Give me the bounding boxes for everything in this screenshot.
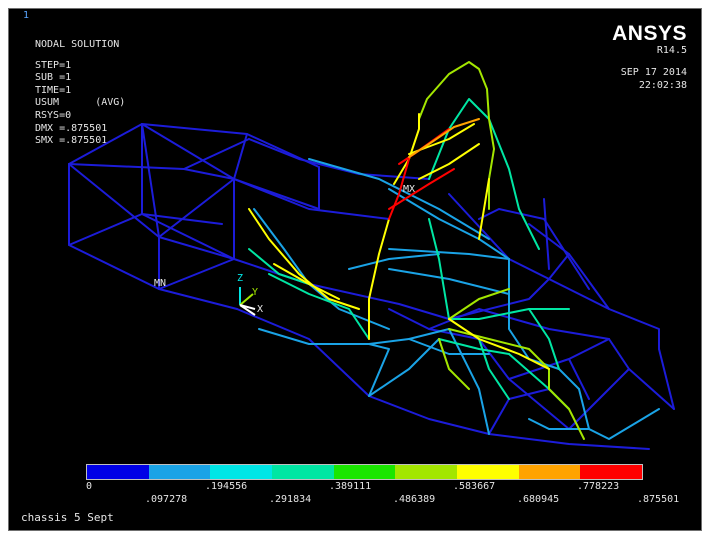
ansys-logo: ANSYS R14.5 <box>612 23 687 57</box>
legend-value: .291834 <box>269 494 312 505</box>
legend-value: 0 <box>86 481 93 492</box>
triad-z-label: Z <box>237 273 244 284</box>
brand-release: R14.5 <box>656 45 687 56</box>
contour-legend-bar <box>86 464 643 480</box>
info-step: STEP=1 <box>35 59 72 71</box>
info-result: USUM (AVG) <box>35 97 126 109</box>
max-marker: MX <box>403 184 416 195</box>
info-sub: SUB =1 <box>35 72 72 84</box>
info-time: TIME=1 <box>35 84 72 96</box>
legend-value: .097278 <box>145 494 188 505</box>
triad-x-label: X <box>257 304 264 315</box>
legend-value: .389111 <box>329 481 372 492</box>
frame-lines-low <box>68 123 675 450</box>
legend-value: .486389 <box>393 494 436 505</box>
info-title: NODAL SOLUTION <box>35 39 120 50</box>
legend-value: .778223 <box>577 481 620 492</box>
legend-swatch <box>87 465 149 479</box>
stamp-time: 22:02:38 <box>638 79 687 91</box>
frame-lines-near-max <box>408 118 480 158</box>
legend-swatch <box>333 465 396 479</box>
legend-value: .583667 <box>453 481 496 492</box>
chassis-model-view[interactable] <box>9 9 701 530</box>
legend-swatch <box>518 465 581 479</box>
frame-lines-high <box>248 113 550 370</box>
legend-swatch <box>148 465 211 479</box>
plot-caption: chassis 5 Sept <box>21 511 114 524</box>
info-rsys: RSYS=0 <box>35 109 72 121</box>
legend-value: .194556 <box>205 481 248 492</box>
frame-lines-mid <box>248 98 570 410</box>
legend-swatch <box>210 465 273 479</box>
legend-value: .680945 <box>517 494 560 505</box>
info-dmx: DMX =.875501 <box>35 122 108 134</box>
axis-triad <box>239 287 256 316</box>
legend-swatch <box>457 465 519 479</box>
triad-y-label: Y <box>252 287 259 298</box>
min-marker: MN <box>154 278 167 289</box>
legend-swatch <box>272 465 334 479</box>
stamp-date: SEP 17 2014 <box>620 67 687 78</box>
brand-name: ANSYS <box>612 22 687 45</box>
legend-swatch <box>395 465 458 479</box>
info-smx: SMX =.875501 <box>35 135 108 147</box>
legend-swatch <box>580 465 643 479</box>
window-number: 1 <box>23 10 30 21</box>
legend-value: .875501 <box>637 494 680 505</box>
